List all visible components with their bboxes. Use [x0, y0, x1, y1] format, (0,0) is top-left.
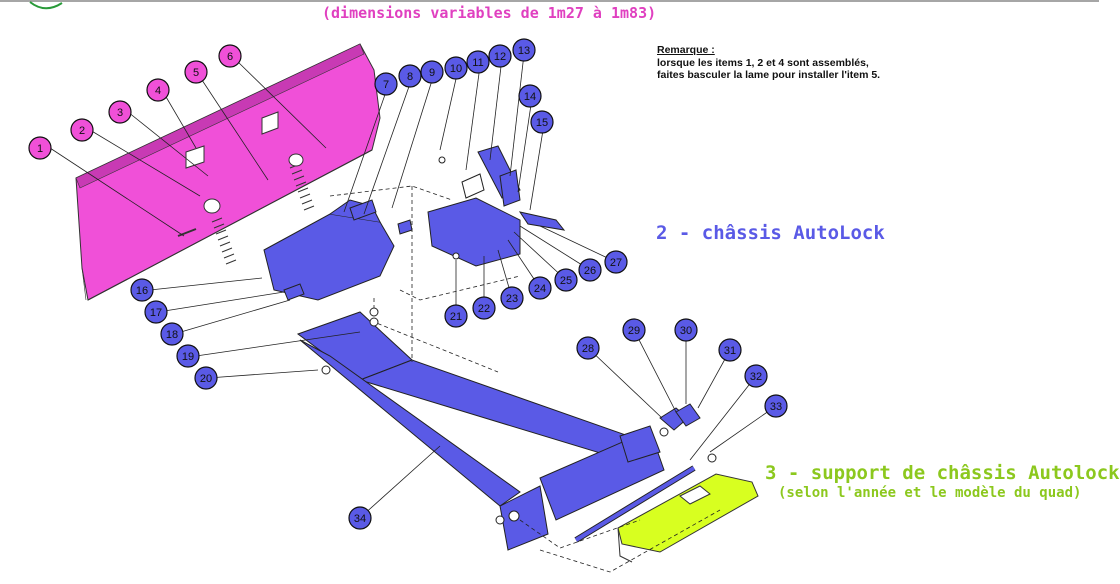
- callout-label-6: 6: [227, 51, 233, 63]
- callout-label-16: 16: [136, 285, 148, 297]
- callout-label-1: 1: [37, 143, 43, 155]
- callout-label-10: 10: [450, 63, 462, 75]
- latch-assembly: [427, 145, 566, 267]
- callout-label-8: 8: [407, 71, 413, 83]
- callout-circle-29: [622, 318, 646, 342]
- callout-circle-16: [130, 278, 154, 302]
- chassis-plate: [263, 199, 413, 301]
- callout-label-21: 21: [450, 311, 462, 323]
- lower-frame: [296, 311, 701, 551]
- callout-label-29: 29: [628, 325, 640, 337]
- callout-label-30: 30: [680, 325, 692, 337]
- callout-circle-34: [348, 506, 372, 530]
- callout-circle-23: [500, 286, 524, 310]
- remark-note: Remarque : lorsque les items 1, 2 et 4 s…: [657, 44, 880, 82]
- callout-label-31: 31: [724, 345, 736, 357]
- hardware: [321, 156, 717, 525]
- callout-circle-18: [160, 322, 184, 346]
- callout-label-13: 13: [518, 45, 530, 57]
- callout-circle-33: [764, 394, 788, 418]
- callout-label-18: 18: [166, 329, 178, 341]
- dimensions-header: (dimensions variables de 1m27 à 1m83): [322, 4, 657, 22]
- section-support-subtitle: (selon l'année et le modèle du quad): [778, 485, 1082, 501]
- logo-fragment: [29, 1, 63, 10]
- callout-circle-17: [144, 300, 168, 324]
- callout-label-17: 17: [150, 307, 162, 319]
- section-support-title: 3 - support de châssis Autolock: [765, 462, 1120, 484]
- callout-label-12: 12: [494, 51, 506, 63]
- callout-circle-10: [444, 56, 468, 80]
- callout-circle-22: [472, 296, 496, 320]
- callout-circle-30: [674, 318, 698, 342]
- callout-circle-1: [28, 136, 52, 160]
- exploded-diagram: 1234567891011121314151617181920212223242…: [0, 0, 1099, 573]
- callout-label-34: 34: [354, 513, 366, 525]
- callout-label-22: 22: [478, 303, 490, 315]
- leader-lines: [49, 53, 777, 517]
- callout-label-5: 5: [193, 67, 199, 79]
- callout-label-33: 33: [770, 401, 782, 413]
- callout-circle-2: [70, 118, 94, 142]
- callout-label-2: 2: [79, 125, 85, 137]
- callout-circle-21: [444, 304, 468, 328]
- callout-circle-5: [184, 60, 208, 84]
- callout-label-23: 23: [506, 293, 518, 305]
- callout-circle-19: [176, 344, 200, 368]
- callout-label-3: 3: [117, 107, 123, 119]
- callout-label-20: 20: [200, 373, 212, 385]
- callout-label-25: 25: [560, 275, 572, 287]
- callout-circle-24: [528, 276, 552, 300]
- callout-circle-11: [466, 50, 490, 74]
- remark-title: Remarque :: [657, 44, 715, 56]
- spring-left: [211, 217, 237, 265]
- callout-label-7: 7: [383, 79, 389, 91]
- skid-plate: [617, 473, 759, 563]
- callout-label-19: 19: [182, 351, 194, 363]
- callout-circle-27: [604, 250, 628, 274]
- callout-label-11: 11: [472, 57, 483, 69]
- callout-circle-26: [578, 258, 602, 282]
- callout-circle-4: [146, 78, 170, 102]
- callout-label-14: 14: [524, 91, 536, 103]
- callout-circle-12: [488, 44, 512, 68]
- callout-label-27: 27: [610, 257, 622, 269]
- callout-label-26: 26: [584, 265, 596, 277]
- callout-circle-7: [374, 72, 398, 96]
- callout-circle-13: [512, 38, 536, 62]
- callout-circle-25: [554, 268, 578, 292]
- callout-label-15: 15: [536, 117, 548, 129]
- callout-label-28: 28: [582, 343, 594, 355]
- callout-circle-28: [576, 336, 600, 360]
- callout-circle-8: [398, 64, 422, 88]
- section-chassis-label: 2 - châssis AutoLock: [656, 222, 885, 244]
- remark-line-2: faites basculer la lame pour installer l…: [657, 69, 881, 81]
- callout-circle-6: [218, 44, 242, 68]
- callout-label-9: 9: [429, 67, 435, 79]
- callout-label-24: 24: [534, 283, 546, 295]
- callout-circle-14: [518, 84, 542, 108]
- callout-label-4: 4: [155, 85, 161, 97]
- callout-circle-32: [744, 364, 768, 388]
- callout-circle-3: [108, 100, 132, 124]
- callout-label-32: 32: [750, 371, 762, 383]
- callout-circle-20: [194, 366, 218, 390]
- callout-circle-31: [718, 338, 742, 362]
- remark-line-1: lorsque les items 1, 2 et 4 sont assembl…: [657, 56, 869, 69]
- callout-circle-15: [530, 110, 554, 134]
- callout-circle-9: [420, 60, 444, 84]
